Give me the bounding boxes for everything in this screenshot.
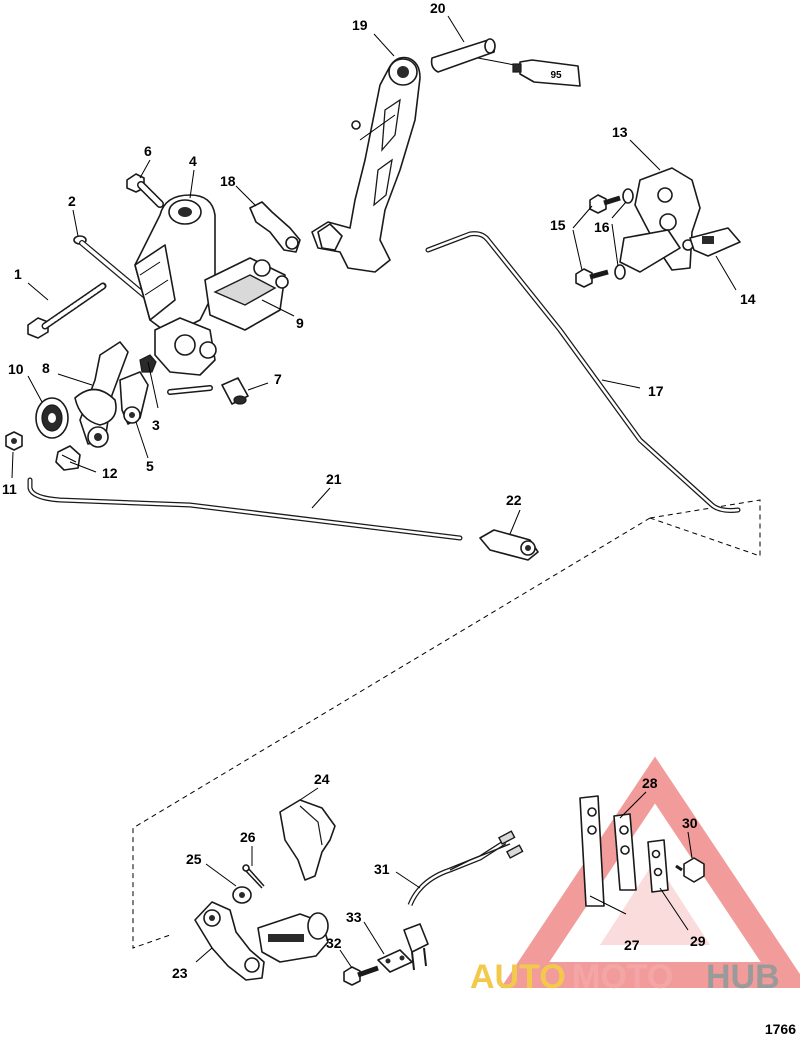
watermark-hub: HUB [706, 958, 780, 996]
callout-18: 18 [220, 173, 236, 189]
part-15-screw-top [589, 194, 621, 214]
callout-28: 28 [642, 775, 658, 791]
callout-22: 22 [506, 492, 522, 508]
part-2-pin [73, 235, 153, 303]
watermark-moto: MOTO [572, 958, 673, 996]
callout-3: 3 [152, 417, 160, 433]
part-23-lever [194, 901, 265, 981]
callout-31: 31 [374, 861, 390, 877]
part-1-long-bolt [27, 282, 107, 339]
callout-14: 14 [740, 291, 756, 307]
leader-lines [11, 15, 737, 969]
callout-32: 32 [326, 935, 342, 951]
callout-4: 4 [189, 153, 197, 169]
part-28-plate [613, 813, 637, 891]
part-12-clip [55, 445, 81, 471]
sealant-tube: 95 [512, 59, 581, 87]
part-26-cotter-pin [242, 864, 265, 889]
part-29-plate [647, 839, 669, 893]
part-31-harness [403, 830, 524, 971]
part-11-nut [5, 431, 23, 451]
callout-11: 11 [2, 481, 17, 497]
part-32-screw [343, 965, 379, 986]
part-16-spacer-bottom [614, 264, 626, 280]
callout-8: 8 [42, 360, 50, 376]
callout-24: 24 [314, 771, 330, 787]
callout-33: 33 [346, 909, 362, 925]
part-7-bushing [221, 377, 249, 405]
part-16-spacer-top [622, 188, 634, 204]
callout-10: 10 [8, 361, 24, 377]
part-30-screw [675, 857, 705, 883]
watermark-text: AUTO MOTO HUB [470, 958, 780, 996]
part-17-shift-rod [425, 231, 741, 513]
part-19-throttle-arm [311, 56, 421, 273]
callout-29: 29 [690, 933, 706, 949]
callout-5: 5 [146, 458, 154, 474]
part-21-link-rod [27, 477, 463, 541]
callout-30: 30 [682, 815, 698, 831]
callout-16: 16 [594, 219, 610, 235]
part-18-clip [249, 201, 301, 253]
callout-19: 19 [352, 17, 368, 33]
part-22-rod-end [479, 529, 539, 561]
part-25-washer [232, 886, 252, 904]
part-3-cam-assembly [139, 317, 217, 395]
callout-1: 1 [14, 266, 22, 282]
callout-labels: 1 2 3 4 5 6 7 8 9 10 11 12 13 14 15 16 1… [2, 0, 756, 981]
part-13-bracket [634, 167, 701, 271]
callout-7: 7 [274, 371, 282, 387]
callout-15: 15 [550, 217, 566, 233]
callout-12: 12 [102, 465, 118, 481]
part-5-link [119, 371, 149, 425]
part-8-lever-arm [74, 341, 129, 448]
part-33-plate [377, 949, 413, 973]
part-15-screw-bottom [575, 268, 609, 288]
part-6-bolt [126, 173, 164, 208]
part-27-plate [579, 795, 605, 907]
callout-17: 17 [648, 383, 664, 399]
callout-27: 27 [624, 937, 640, 953]
part-4-bracket [134, 194, 216, 336]
callout-6: 6 [144, 143, 152, 159]
part-10-pulley [35, 397, 69, 439]
callout-9: 9 [296, 315, 304, 331]
callout-25: 25 [186, 851, 202, 867]
figure-number: 1766 [765, 1021, 796, 1037]
callout-21: 21 [326, 471, 342, 487]
callout-2: 2 [68, 193, 76, 209]
callout-26: 26 [240, 829, 256, 845]
callout-23: 23 [172, 965, 188, 981]
dashed-region-connector [132, 517, 651, 949]
part-9-housing [204, 257, 289, 331]
part-20-sleeve [430, 38, 496, 73]
sensor-body [257, 912, 329, 963]
part-24-cover [279, 799, 336, 881]
sealant-tube-label: 95 [550, 70, 562, 81]
part-14-plate [619, 227, 741, 273]
callout-20: 20 [430, 0, 446, 16]
dashed-region-top [649, 499, 761, 557]
watermark-auto: AUTO [470, 958, 566, 996]
callout-13: 13 [612, 124, 628, 140]
